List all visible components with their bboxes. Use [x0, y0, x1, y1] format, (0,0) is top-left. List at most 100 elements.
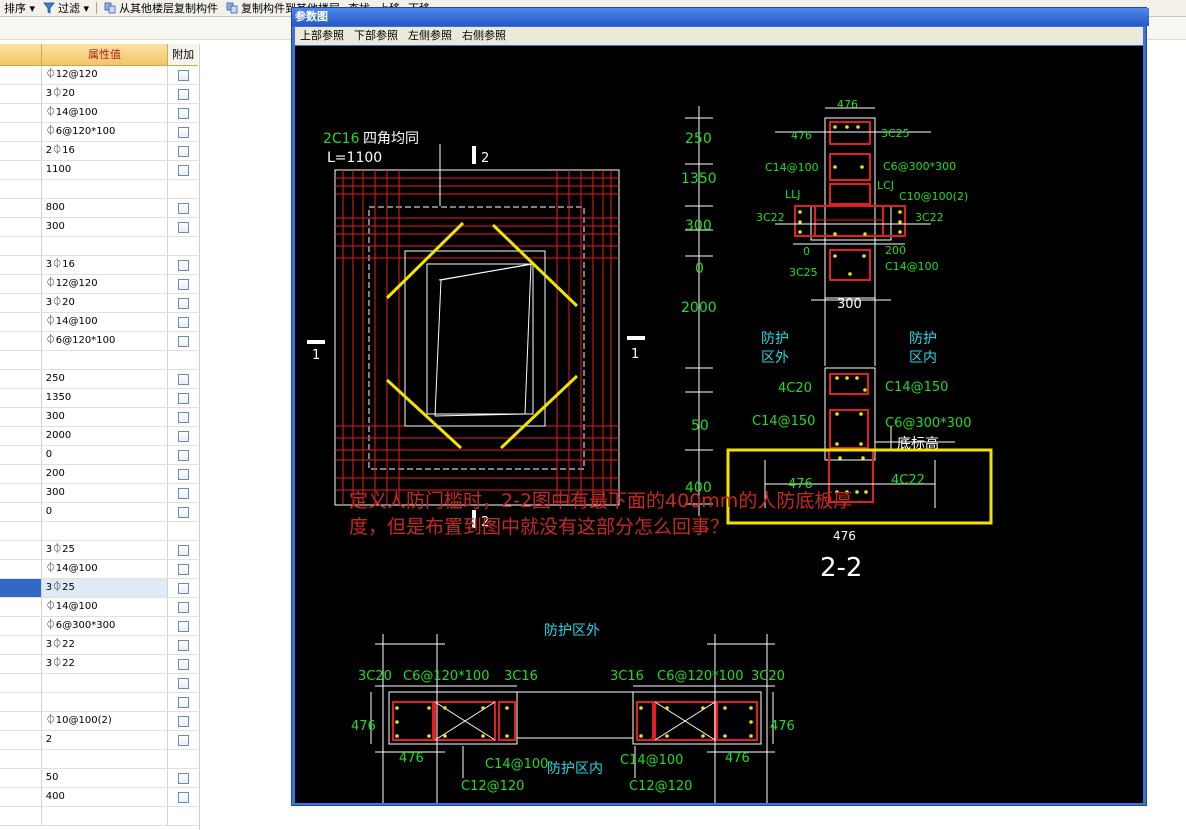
filter-button[interactable]: 过滤 ▾	[39, 0, 93, 16]
table-row[interactable]: ⏀6@120*100	[0, 123, 198, 142]
table-row[interactable]: 2⏀16	[0, 142, 198, 161]
attach-checkbox[interactable]	[177, 335, 189, 347]
row-value-cell[interactable]: 400	[42, 788, 169, 806]
table-row[interactable]: ⏀6@120*100	[0, 332, 198, 351]
row-name-cell[interactable]	[0, 85, 42, 103]
row-value-cell[interactable]	[42, 807, 169, 825]
attach-checkbox[interactable]	[177, 639, 189, 651]
row-name-cell[interactable]	[0, 237, 42, 255]
menu-top-reference[interactable]: 上部参照	[300, 29, 344, 42]
row-value-cell[interactable]: ⏀6@120*100	[42, 123, 169, 141]
attach-checkbox[interactable]	[177, 601, 189, 613]
sort-button[interactable]: 排序 ▾	[0, 0, 39, 16]
table-row[interactable]: 300	[0, 484, 198, 503]
row-value-cell[interactable]	[42, 750, 169, 768]
row-name-cell[interactable]	[0, 503, 42, 521]
row-name-cell[interactable]	[0, 66, 42, 84]
row-value-cell[interactable]: 200	[42, 465, 169, 483]
attach-checkbox[interactable]	[177, 772, 189, 784]
row-name-cell[interactable]	[0, 161, 42, 179]
table-row[interactable]: 3⏀20	[0, 85, 198, 104]
row-value-cell[interactable]: 3⏀25	[42, 541, 169, 559]
row-name-cell[interactable]	[0, 294, 42, 312]
attach-checkbox[interactable]	[177, 107, 189, 119]
attach-checkbox[interactable]	[177, 715, 189, 727]
row-value-cell[interactable]: ⏀12@120	[42, 275, 169, 293]
table-row[interactable]: 1350	[0, 389, 198, 408]
row-value-cell[interactable]: 0	[42, 446, 169, 464]
attach-checkbox[interactable]	[177, 734, 189, 746]
row-name-cell[interactable]	[0, 180, 42, 198]
row-value-cell[interactable]: 0	[42, 503, 169, 521]
table-row[interactable]: ⏀6@300*300	[0, 617, 198, 636]
row-value-cell[interactable]	[42, 522, 169, 540]
table-row[interactable]	[0, 807, 198, 826]
row-name-cell[interactable]	[0, 655, 42, 673]
attach-checkbox[interactable]	[177, 487, 189, 499]
row-name-cell[interactable]	[0, 332, 42, 350]
row-value-cell[interactable]: 3⏀20	[42, 294, 169, 312]
attach-checkbox[interactable]	[177, 506, 189, 518]
row-name-cell[interactable]	[0, 769, 42, 787]
attach-checkbox[interactable]	[177, 411, 189, 423]
row-value-cell[interactable]: 300	[42, 218, 169, 236]
window-title[interactable]: 参数图	[292, 8, 1149, 26]
row-name-cell[interactable]	[0, 465, 42, 483]
attach-checkbox[interactable]	[177, 221, 189, 233]
table-row[interactable]: 0	[0, 503, 198, 522]
table-row[interactable]: ⏀12@120	[0, 66, 198, 85]
table-row[interactable]	[0, 522, 198, 541]
attach-checkbox[interactable]	[177, 582, 189, 594]
attach-checkbox[interactable]	[177, 164, 189, 176]
row-name-cell[interactable]	[0, 750, 42, 768]
row-value-cell[interactable]: 50	[42, 769, 169, 787]
table-row[interactable]: 3⏀25	[0, 541, 198, 560]
row-value-cell[interactable]: ⏀10@100(2)	[42, 712, 169, 730]
attach-checkbox[interactable]	[177, 69, 189, 81]
row-name-cell[interactable]	[0, 617, 42, 635]
attach-checkbox[interactable]	[177, 468, 189, 480]
table-row[interactable]: ⏀10@100(2)	[0, 712, 198, 731]
table-row[interactable]: 300	[0, 408, 198, 427]
table-row[interactable]: 400	[0, 788, 198, 807]
attach-checkbox[interactable]	[177, 88, 189, 100]
menu-bottom-reference[interactable]: 下部参照	[354, 29, 398, 42]
row-value-cell[interactable]: 3⏀25	[41, 579, 169, 597]
table-row[interactable]: 250	[0, 370, 198, 389]
row-value-cell[interactable]	[42, 180, 169, 198]
table-row[interactable]: ⏀14@100	[0, 560, 198, 579]
row-name-cell[interactable]	[0, 446, 42, 464]
attach-checkbox[interactable]	[177, 297, 189, 309]
attach-checkbox[interactable]	[177, 316, 189, 328]
attach-checkbox[interactable]	[177, 658, 189, 670]
row-value-cell[interactable]: 2000	[42, 427, 169, 445]
row-value-cell[interactable]: 1350	[42, 389, 169, 407]
row-value-cell[interactable]: 1100	[42, 161, 169, 179]
table-row[interactable]: 3⏀22	[0, 655, 198, 674]
row-name-cell[interactable]	[0, 389, 42, 407]
row-value-cell[interactable]: 3⏀22	[42, 655, 169, 673]
row-name-cell[interactable]	[0, 788, 42, 806]
row-name-cell[interactable]	[0, 807, 42, 825]
row-name-cell[interactable]	[0, 484, 42, 502]
row-value-cell[interactable]: ⏀14@100	[42, 560, 169, 578]
attach-checkbox[interactable]	[177, 620, 189, 632]
table-row[interactable]: 200	[0, 465, 198, 484]
row-name-cell[interactable]	[0, 104, 42, 122]
table-row[interactable]: ⏀14@100	[0, 598, 198, 617]
attach-checkbox[interactable]	[177, 259, 189, 271]
row-value-cell[interactable]: ⏀6@120*100	[42, 332, 169, 350]
row-value-cell[interactable]: 800	[42, 199, 169, 217]
row-name-cell[interactable]	[0, 579, 42, 597]
row-value-cell[interactable]	[42, 237, 169, 255]
row-value-cell[interactable]: ⏀12@120	[42, 66, 169, 84]
row-value-cell[interactable]: ⏀14@100	[42, 104, 169, 122]
table-row[interactable]	[0, 674, 198, 693]
row-value-cell[interactable]: 300	[42, 408, 169, 426]
attach-checkbox[interactable]	[177, 373, 189, 385]
table-row[interactable]: 0	[0, 446, 198, 465]
table-row[interactable]: 1100	[0, 161, 198, 180]
row-name-cell[interactable]	[0, 636, 42, 654]
attach-checkbox[interactable]	[177, 677, 189, 689]
row-name-cell[interactable]	[0, 408, 42, 426]
